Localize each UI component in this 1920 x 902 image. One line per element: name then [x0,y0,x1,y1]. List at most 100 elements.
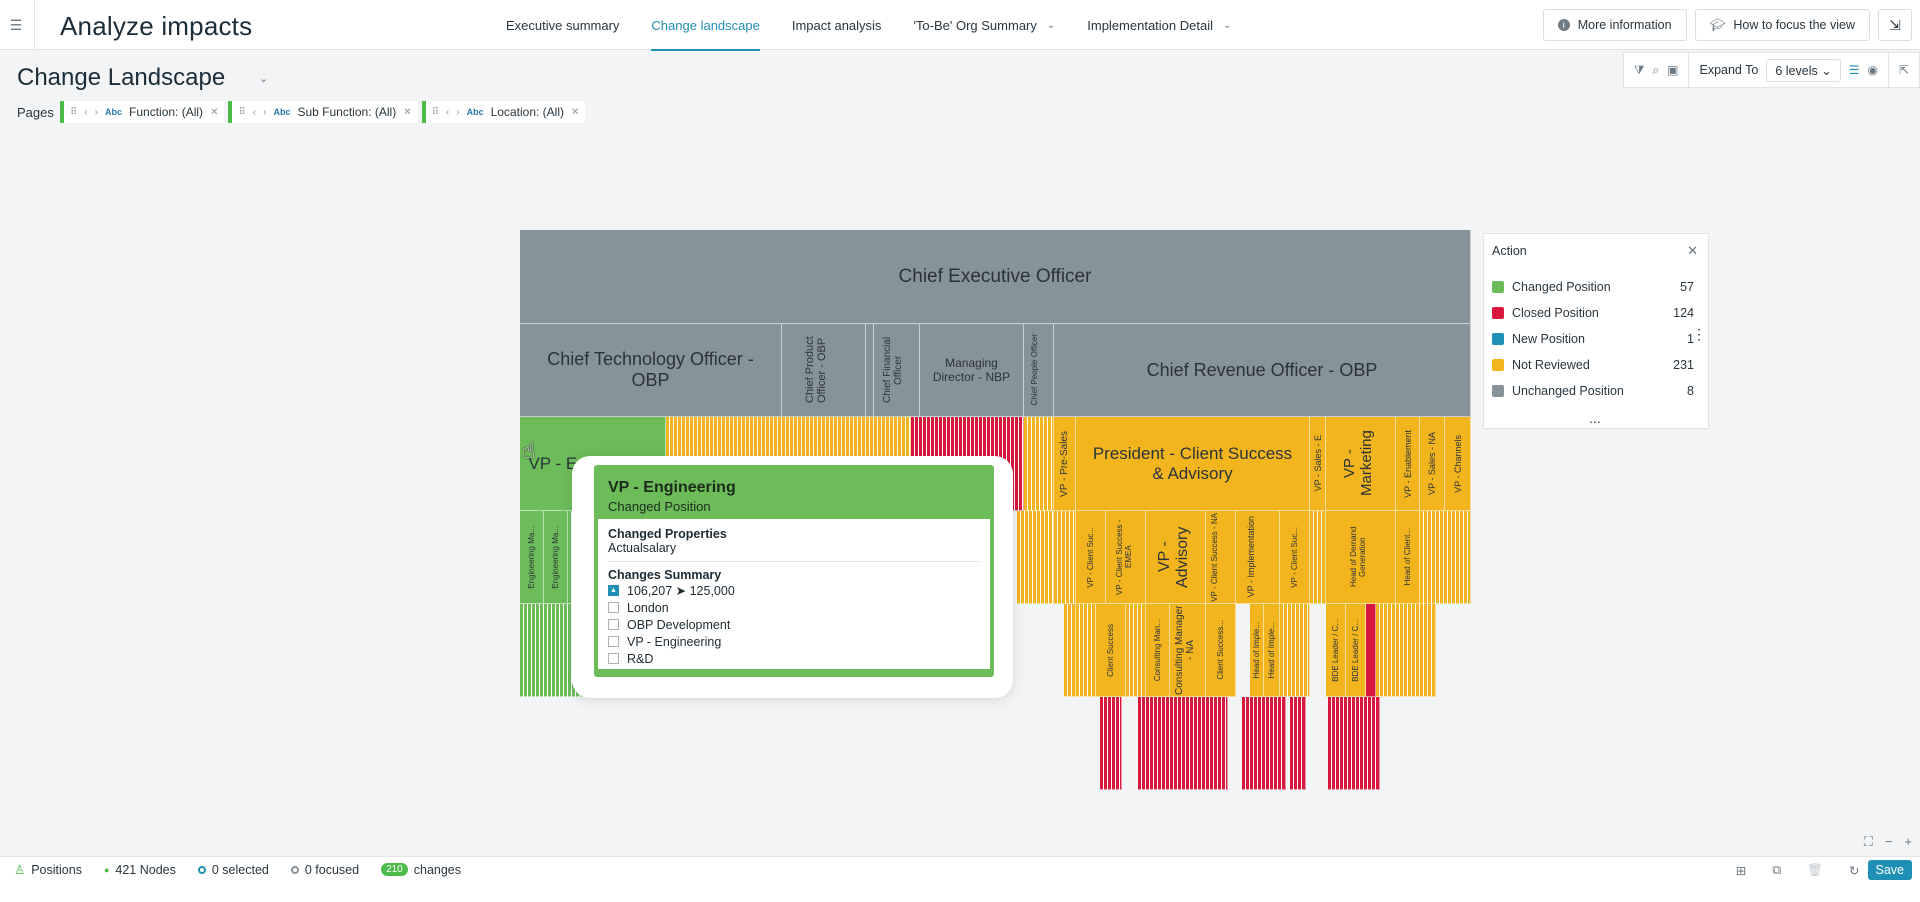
treemap-node-ceo[interactable]: Chief Executive Officer [520,230,1471,324]
search-icon[interactable]: ⌕ [1652,62,1660,77]
treemap-node-group[interactable] [1420,511,1471,604]
expand-levels-select[interactable]: 6 levels ⌄ [1766,58,1841,82]
treemap-node-vp-sales-na[interactable]: VP - Sales - NA [1420,417,1445,511]
treemap-node-vp-advisory[interactable]: VP - Advisory [1146,511,1206,604]
tab-executive-summary[interactable]: Executive summary [490,0,635,50]
chevron-right-icon[interactable]: › [263,106,267,118]
treemap-node-client-success[interactable]: Client Success [1096,604,1126,697]
add-icon[interactable]: ⊞ [1735,863,1747,878]
zoom-in-icon[interactable]: + [1904,834,1912,849]
treemap-node-president-client-success[interactable]: President - Client Success & Advisory [1076,417,1310,511]
tab-to-be-org-summary[interactable]: 'To-Be' Org Summary⌄ [897,0,1071,50]
fit-screen-icon[interactable]: ⛶ [1863,834,1873,849]
chevron-down-icon[interactable]: ⌄ [259,73,269,85]
treemap-node-group[interactable] [1290,697,1306,790]
chevron-left-icon[interactable]: ‹ [84,106,88,118]
palette-icon[interactable]: ◉ [1867,63,1878,77]
treemap-node-bde-leader[interactable]: BDE Leader / C... [1326,604,1346,697]
treemap-node-group[interactable] [1076,604,1096,697]
treemap-node-cpo[interactable]: Chief Product Officer - OBP [782,324,866,417]
treemap-node-group[interactable] [1064,604,1076,697]
treemap-node-cfo[interactable]: Chief Financial Officer [874,324,920,417]
treemap-node-group[interactable] [1054,511,1076,604]
treemap-node-closed[interactable] [1366,604,1376,697]
treemap-node-group[interactable] [1280,604,1310,697]
treemap-node-head-of-implementation[interactable]: Head of Imple... [1264,604,1280,697]
treemap-node-cto[interactable]: Chief Technology Officer - OBP [520,324,782,417]
treemap-node-vp-client-success-na[interactable]: VP - Client Success - NA [1206,511,1236,604]
treemap-node-cpeo[interactable]: Chief People Officer [1024,324,1054,417]
treemap-node-group[interactable] [1242,697,1286,790]
status-positions[interactable]: ♙Positions [14,862,82,878]
node-label: Chief Product Officer - OBP [803,336,828,404]
treemap-node-vp-marketing[interactable]: VP - Marketing [1326,417,1396,511]
filter-sub-function[interactable]: ⠿ ‹ › Abc Sub Function: (All) ✕ [228,101,418,123]
drag-handle-icon[interactable]: ⠿ [431,106,439,118]
chevron-right-icon[interactable]: › [94,106,99,118]
menu-toggle-icon[interactable]: ☰ [9,16,23,33]
treemap-node-vp-implementation[interactable]: VP - Implementation [1236,511,1280,604]
treemap-node-head-of-demand-generation[interactable]: Head of Demand Generation [1326,511,1396,604]
treemap-node-head-of-implementation[interactable]: Head of Imple... [1250,604,1264,697]
treemap-node-group[interactable] [1024,417,1054,511]
treemap-node-vp-channels[interactable]: VP - Channels [1445,417,1471,511]
treemap-node-cro[interactable]: Chief Revenue Officer - OBP [1054,324,1471,417]
chevron-left-icon[interactable]: ‹ [252,106,257,118]
filter-icon[interactable]: ⧩ [1633,62,1645,77]
treemap-node-vp-client-success[interactable]: VP - Client Suc... [1280,511,1310,604]
chevron-left-icon[interactable]: ‹ [445,106,450,118]
treemap-node-consulting-manager-na[interactable]: Consulting Manager - NA [1170,604,1206,697]
treemap-node-engineering-manager[interactable]: Engineering Ma... [520,511,544,604]
treemap-node-group[interactable] [1328,697,1380,790]
treemap-node-vp-client-success-emea[interactable]: VP - Client Success - EMEA [1106,511,1146,604]
close-icon[interactable]: ✕ [210,106,219,118]
delete-icon[interactable]: 🗑︎ [1807,862,1824,877]
list-view-icon[interactable]: ☰ [1848,63,1860,77]
drag-handle-icon[interactable]: ⠿ [70,106,78,118]
tab-implementation-detail[interactable]: Implementation Detail⌄ [1071,0,1247,50]
chevron-right-icon[interactable]: › [456,106,460,118]
treemap-node-vp-client-success[interactable]: VP - Client Suc... [1076,511,1106,604]
close-icon[interactable]: ✕ [571,106,580,118]
close-icon[interactable]: ✕ [403,106,412,118]
treemap-node-group[interactable] [1017,511,1054,604]
copy-icon[interactable]: ⧉ [1772,862,1782,877]
treemap-node-group[interactable] [1310,511,1326,604]
treemap-node-engineering-manager[interactable]: Engineering Ma... [544,511,568,604]
treemap-node-vp-enablement[interactable]: VP - Enablement [1396,417,1420,511]
save-button[interactable]: Save [1867,860,1912,880]
treemap-node-vp-sales-e[interactable]: VP - Sales - E [1310,417,1326,511]
how-to-focus-button[interactable]: 🎓︎How to focus the view [1694,9,1870,41]
refresh-icon[interactable]: ↻ [1849,863,1860,878]
treemap-node-group[interactable] [1138,697,1228,790]
treemap-node-consulting-manager[interactable]: Consulting Man... [1146,604,1170,697]
treemap-node-group[interactable] [1376,604,1436,697]
tab-impact-analysis[interactable]: Impact analysis [776,0,898,50]
close-icon[interactable]: ✕ [1687,243,1698,258]
filter-location[interactable]: ⠿ ‹ › Abc Location: (All) ✕ [421,101,586,123]
status-nodes: ●421 Nodes [104,863,176,877]
treemap-node-group[interactable] [1100,697,1122,790]
treemap-node-vp-pre-sales[interactable]: VP - Pre-Sales [1054,417,1076,511]
more-vertical-icon[interactable]: ⋮ [1692,326,1706,342]
treemap-node[interactable] [866,324,874,417]
treemap-node-md[interactable]: Managing Director - NBP [920,324,1024,417]
treemap-node-bde-leader[interactable]: BDE Leader / C... [1346,604,1366,697]
export-icon[interactable]: ⇱ [1898,63,1909,77]
zoom-out-icon[interactable]: − [1884,834,1893,849]
filter-function[interactable]: ⠿ ‹ › Abc Function: (All) ✕ [60,101,225,123]
drag-handle-icon[interactable]: ⠿ [238,106,246,118]
legend-more[interactable]: ... [1589,410,1601,426]
treemap-node-client-success[interactable]: Client Success... [1206,604,1236,697]
comment-icon[interactable]: ▣ [1667,63,1679,77]
treemap-node-head-of-client[interactable]: Head of Client... [1396,511,1420,604]
treemap-node-group[interactable] [1126,604,1146,697]
collapse-view-button[interactable]: ⇲ [1878,9,1912,41]
tab-change-landscape[interactable]: Change landscape [635,0,775,51]
